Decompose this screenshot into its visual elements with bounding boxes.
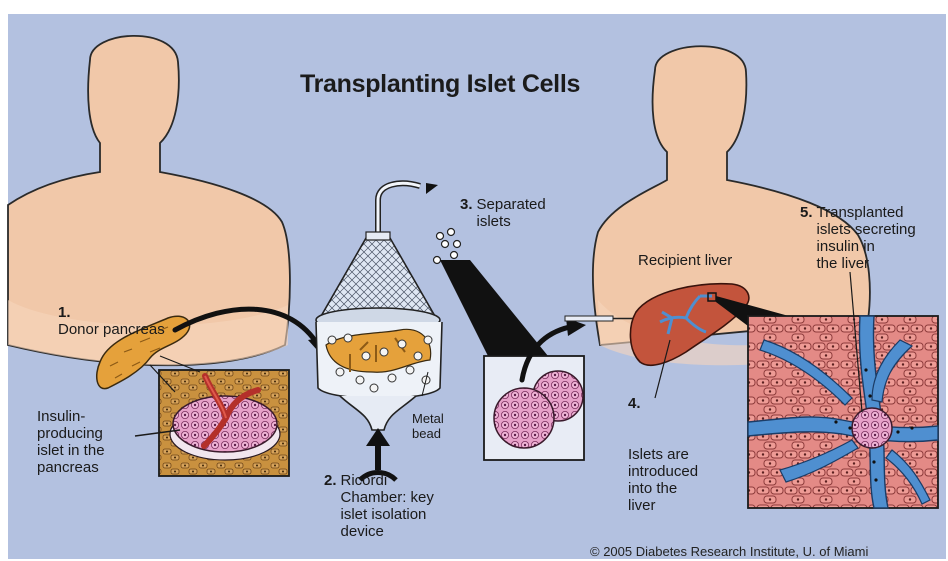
metal-bead-label: Metal bead (412, 411, 444, 441)
step-4-label: 4. Islets are introduced into the liver (628, 395, 698, 514)
step-2-number: 2. (324, 472, 337, 540)
copyright-credit: © 2005 Diabetes Research Institute, U. o… (590, 544, 868, 559)
liver-tissue-magnified (748, 316, 938, 508)
islets-magnified (484, 356, 584, 460)
diagram-title: Transplanting Islet Cells (300, 70, 580, 99)
step-5-text: Transplanted islets secreting insulin in… (817, 204, 916, 272)
step-3-label: 3. Separated islets (460, 196, 546, 230)
step-4-text: Islets are introduced into the liver (628, 446, 698, 514)
step-5-label: 5. Transplanted islets secreting insulin… (800, 204, 916, 272)
step-1-number: 1. (58, 304, 71, 321)
step-3-text: Separated islets (477, 196, 546, 230)
insulin-islet-label: Insulin- producing islet in the pancreas (37, 408, 105, 476)
step-2-label: 2. Ricordi Chamber: key islet isolation … (324, 472, 434, 540)
step-1-text: Donor pancreas (58, 321, 165, 338)
step-5-number: 5. (800, 204, 813, 272)
step-1-label: 1. Donor pancreas (58, 287, 165, 338)
step-2-text: Ricordi Chamber: key islet isolation dev… (341, 472, 434, 540)
step-4-number: 4. (628, 395, 641, 412)
recipient-liver-label: Recipient liver (638, 252, 732, 269)
step-3-number: 3. (460, 196, 473, 230)
pancreas-islet-inset (159, 370, 289, 476)
